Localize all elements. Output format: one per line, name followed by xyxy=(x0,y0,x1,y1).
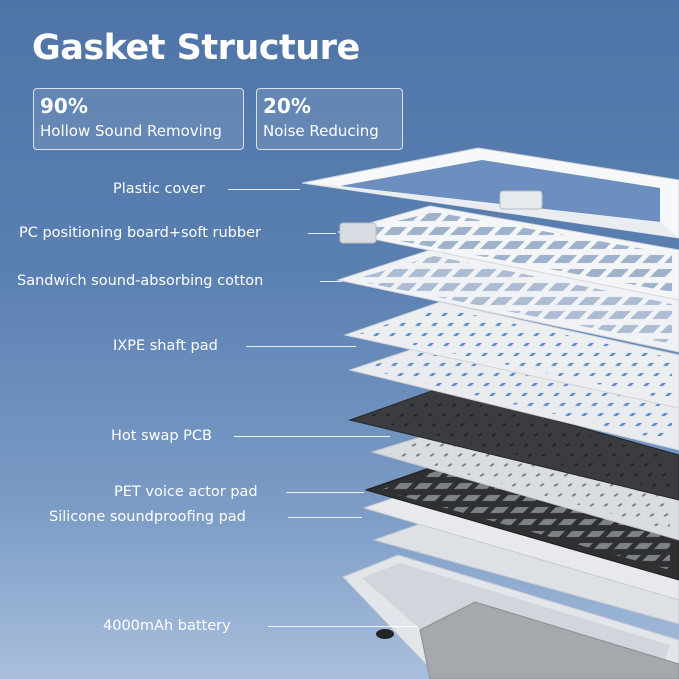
layer-label-ixpe-pad: IXPE shaft pad xyxy=(113,338,218,354)
leader-line xyxy=(308,233,336,234)
layer-label-pc-board: PC positioning board+soft rubber xyxy=(19,225,261,241)
leader-line xyxy=(268,626,418,627)
leader-line xyxy=(228,189,300,190)
layer-label-battery: 4000mAh battery xyxy=(103,618,231,634)
leader-line xyxy=(286,492,364,493)
pc-board-layer xyxy=(337,205,679,301)
ixpe-pad-layer xyxy=(343,301,679,451)
hot-swap-pcb-layer xyxy=(348,387,679,501)
sandwich-cotton-layer xyxy=(336,249,679,353)
page-title: Gasket Structure xyxy=(32,28,360,68)
leader-line xyxy=(288,517,362,518)
bottom-case xyxy=(342,554,679,679)
plastic-cover-layer xyxy=(301,147,679,239)
stat-badge-noise-reducing: 20% Noise Reducing xyxy=(256,88,403,150)
layer-label-silicone-pad: Silicone soundproofing pad xyxy=(49,509,246,525)
pet-voice-actor-layer xyxy=(364,464,679,581)
leader-line xyxy=(246,346,356,347)
stat-label: Hollow Sound Removing xyxy=(40,122,222,140)
leader-line xyxy=(320,281,342,282)
layer-label-sandwich-cotton: Sandwich sound-absorbing cotton xyxy=(17,273,264,289)
stat-value: 90% xyxy=(40,94,88,118)
layer-label-hot-swap-pcb: Hot swap PCB xyxy=(111,428,212,444)
layer-label-plastic-cover: Plastic cover xyxy=(113,181,205,197)
stat-label: Noise Reducing xyxy=(263,122,379,140)
stat-value: 20% xyxy=(263,94,311,118)
leader-line xyxy=(234,436,390,437)
layer-label-pet-pad: PET voice actor pad xyxy=(114,484,258,500)
stat-badge-hollow-sound: 90% Hollow Sound Removing xyxy=(33,88,244,150)
